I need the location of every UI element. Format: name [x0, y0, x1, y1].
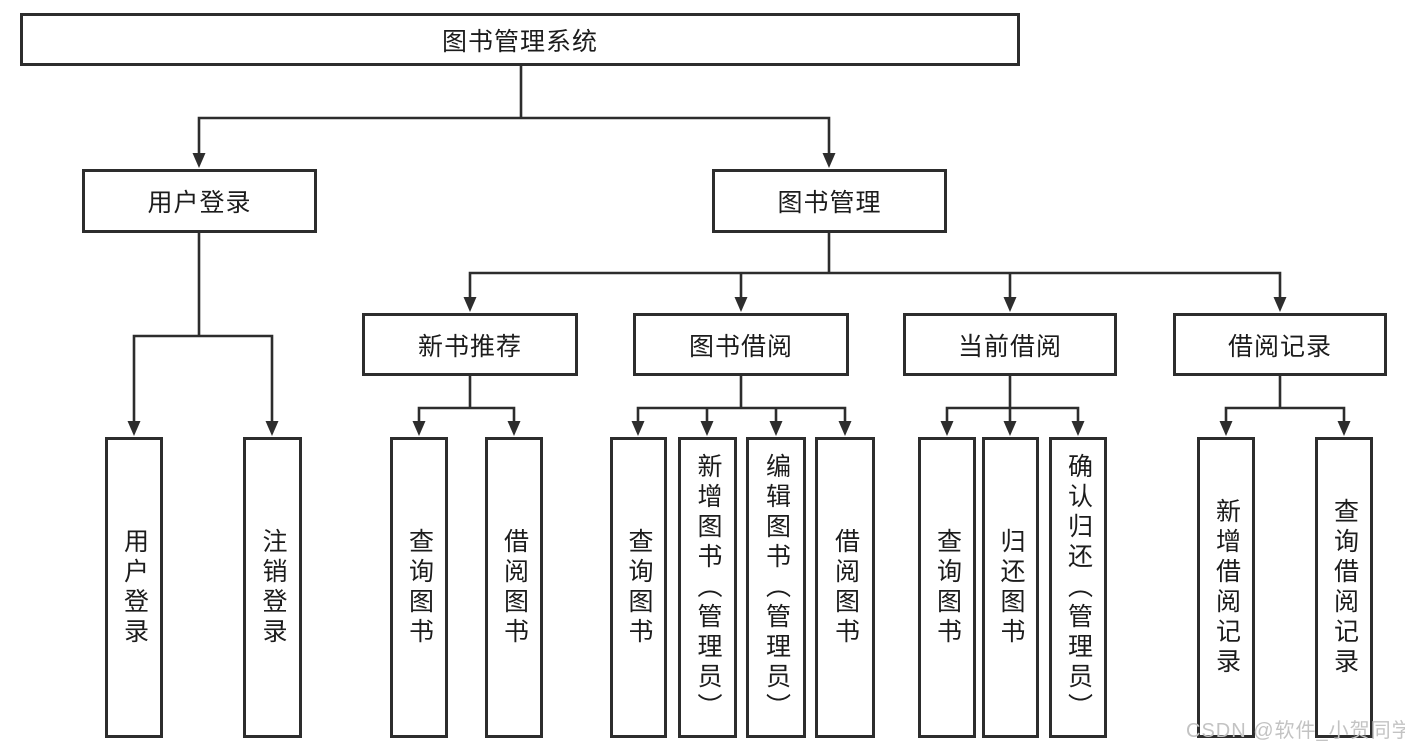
connector-borrow-branch: [636, 374, 847, 426]
connector-root-branch: [197, 64, 831, 158]
arrowhead: [265, 421, 279, 436]
leaf-recommend-query-books: 查询图书: [390, 437, 448, 738]
node-borrow-record: 借阅记录: [1173, 313, 1387, 376]
node-label: 图书借阅: [688, 332, 793, 361]
arrowhead: [1219, 421, 1233, 436]
arrowhead: [700, 421, 714, 436]
csdn-watermark: CSDN @软件_小贺同学: [1186, 720, 1405, 742]
node-label: 编辑图书（管理员）: [762, 452, 791, 723]
node-book-borrow: 图书借阅: [633, 313, 849, 376]
node-label: 注销登录: [259, 527, 287, 648]
arrowhead: [1003, 421, 1017, 436]
leaf-current-query-books: 查询图书: [918, 437, 976, 738]
leaf-borrow-books: 借阅图书: [815, 437, 875, 738]
leaf-borrow-query-books: 查询图书: [610, 437, 667, 738]
arrowhead: [940, 421, 954, 436]
node-root-system: 图书管理系统: [20, 13, 1020, 66]
node-label: 借阅图书: [500, 527, 529, 648]
arrowhead: [1071, 421, 1085, 436]
arrowhead: [822, 153, 836, 168]
leaf-add-borrow-record: 新增借阅记录: [1197, 437, 1255, 738]
leaf-recommend-borrow-books: 借阅图书: [485, 437, 543, 738]
node-label: 新增图书（管理员）: [694, 452, 722, 723]
connector-record-branch: [1224, 374, 1346, 426]
leaf-logout: 注销登录: [243, 437, 302, 738]
node-user-login: 用户登录: [82, 169, 317, 233]
leaf-query-borrow-record: 查询借阅记录: [1315, 437, 1373, 738]
node-label: 查询借阅记录: [1330, 497, 1359, 678]
node-label: 新书推荐: [417, 332, 522, 361]
arrowhead: [412, 421, 426, 436]
node-label: 用户登录: [147, 189, 252, 217]
node-new-book-recommend: 新书推荐: [362, 313, 578, 376]
leaf-return-books: 归还图书: [982, 437, 1039, 738]
arrowhead: [463, 297, 477, 312]
arrowhead: [127, 421, 141, 436]
leaf-edit-books-admin: 编辑图书（管理员）: [746, 437, 806, 738]
arrowhead: [631, 421, 645, 436]
arrowhead: [734, 297, 748, 312]
leaf-user-login: 用户登录: [105, 437, 163, 738]
arrowhead: [838, 421, 852, 436]
node-label: 图书管理系统: [441, 27, 598, 56]
node-label: 用户登录: [120, 527, 149, 648]
arrowhead: [1003, 297, 1017, 312]
node-label: 查询图书: [625, 527, 653, 648]
connector-recommend-branch: [417, 374, 516, 426]
node-label: 归还图书: [997, 527, 1025, 648]
node-label: 确认归还（管理员）: [1064, 452, 1093, 723]
node-label: 借阅图书: [831, 527, 860, 648]
leaf-confirm-return-admin: 确认归还（管理员）: [1049, 437, 1107, 738]
arrowhead: [1337, 421, 1351, 436]
connector-book-management-branch: [468, 231, 1282, 302]
connector-user-login-branch: [132, 231, 274, 426]
node-label: 新增借阅记录: [1212, 497, 1241, 678]
leaf-add-books-admin: 新增图书（管理员）: [678, 437, 737, 738]
arrowhead: [1273, 297, 1287, 312]
arrowhead: [769, 421, 783, 436]
node-label: 当前借阅: [957, 332, 1062, 361]
node-label: 借阅记录: [1227, 332, 1332, 361]
arrowhead: [192, 153, 206, 168]
node-book-management: 图书管理: [712, 169, 947, 233]
connector-current-branch: [945, 374, 1080, 426]
node-label: 查询图书: [405, 527, 434, 648]
node-label: 图书管理: [777, 189, 882, 217]
node-label: 查询图书: [933, 527, 962, 648]
arrowheads: [127, 153, 1351, 436]
arrowhead: [507, 421, 521, 436]
node-current-borrow: 当前借阅: [903, 313, 1117, 376]
